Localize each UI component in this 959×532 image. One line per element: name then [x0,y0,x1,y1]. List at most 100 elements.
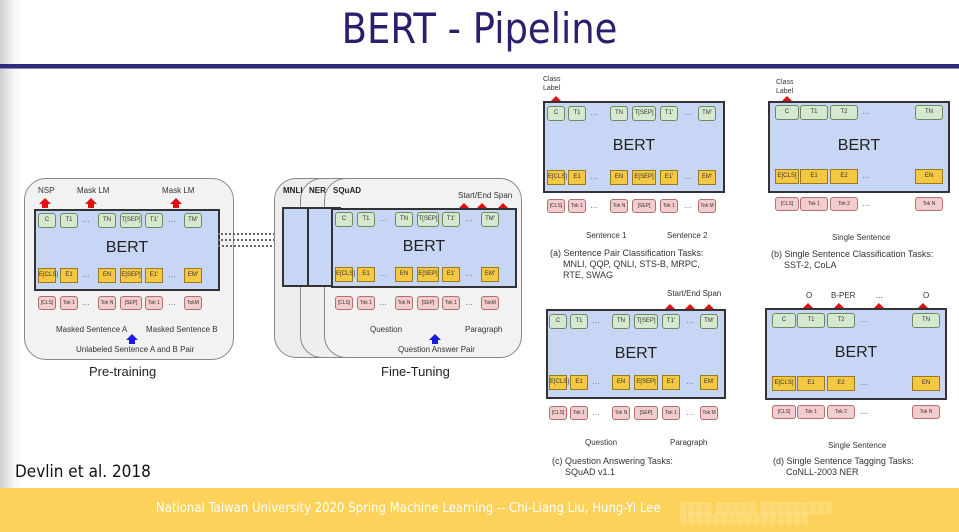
mask-lm-label-1: Mask LM [77,186,110,195]
ellipsis: … [465,214,473,223]
output-token: C [549,314,567,329]
tab-squad[interactable]: SQuAD [333,186,361,195]
sentence-1-label: Sentence 1 [586,231,627,240]
caption-line: CoNLL-2003 NER [786,467,859,477]
output-token: TM' [184,213,202,228]
output-token: T1 [357,212,375,227]
ellipsis: … [82,215,90,224]
input-token: TokM [481,296,499,310]
output-token: TM' [481,212,499,227]
footer-text: National Taiwan University 2020 Spring M… [156,501,661,516]
tag-label-ellipsis: ... [876,291,883,300]
ellipsis: … [592,377,600,386]
bert-label: BERT [837,137,881,154]
ellipsis: … [82,270,90,279]
embedding-token: EN [912,376,940,391]
input-token: Tok 1 [570,406,588,420]
paragraph-label: Paragraph [670,438,708,447]
input-token: [SEP] [632,199,656,213]
embedding-token: E[CLS] [547,170,567,185]
ellipsis: … [686,408,694,417]
ellipsis: … [590,201,598,210]
start-end-span-label: Start/End Span [458,191,513,200]
input-token: Tok 1 [568,199,586,213]
ellipsis: … [684,172,692,181]
start-end-span-label: Start/End Span [667,289,722,298]
bert-label: BERT [614,345,658,362]
caption-line: (d) Single Sentence Tagging Tasks: [773,456,914,466]
input-token: Tok N [912,405,940,419]
embedding-token: E1' [145,268,163,283]
citation: Devlin et al. 2018 [15,462,151,482]
embedding-token: E[CLS] [772,376,796,391]
nsp-label: NSP [38,186,55,195]
caption-line: (c) Question Answering Tasks: [552,456,673,466]
bert-label: BERT [834,344,878,361]
ellipsis: … [379,214,387,223]
output-token: T1 [568,106,586,121]
input-token: [CLS] [335,296,353,310]
embedding-token: E2 [830,169,858,184]
transfer-arrow [218,233,278,235]
caption-line: (b) Single Sentence Classification Tasks… [771,249,934,259]
output-token: TM' [700,314,718,329]
embedding-token: EM' [698,170,716,185]
caption-line: (a) Sentence Pair Classification Tasks: [550,248,704,258]
pretraining-input-label: Unlabeled Sentence A and B Pair [76,345,195,354]
input-token: Tok 2 [830,197,858,211]
embedding-token: E2 [827,376,855,391]
embedding-token: E1 [797,376,825,391]
tab-ner[interactable]: NER [309,186,326,195]
input-token: [SEP] [120,296,142,310]
output-token: T2 [827,313,855,328]
ellipsis: … [860,407,868,416]
mask-lm-arrow-icon [170,198,182,208]
ellipsis: … [168,270,176,279]
embedding-token: E1 [800,169,828,184]
output-token: TN [912,313,940,328]
masked-sentence-a: Masked Sentence A [56,325,128,334]
output-token: TN [610,106,628,121]
output-token: TN [395,212,413,227]
embedding-token: E1 [568,170,586,185]
input-token: Tok N [98,296,116,310]
tag-label-o: O [806,291,813,300]
input-token: [CLS] [38,296,56,310]
embedding-token: E1' [660,170,678,185]
embedding-token: E1 [357,267,375,282]
embedding-token: E1' [662,375,680,390]
caption-line: RTE, SWAG [563,270,614,280]
mask-lm-label-2: Mask LM [162,186,195,195]
embedding-token: E[CLS] [335,267,355,282]
output-token: T1' [442,212,460,227]
embedding-token: EN [612,375,630,390]
tag-label-o: O [923,291,930,300]
paragraph-label: Paragraph [465,325,503,334]
input-token: [CLS] [772,405,796,419]
output-token: T1' [660,106,678,121]
ellipsis: … [82,298,90,307]
slide-title: BERT - Pipeline [341,4,618,53]
output-token: T1 [797,313,825,328]
tab-mnli[interactable]: MNLI [283,186,303,195]
pretraining-label: Pre-training [89,364,157,379]
bert-label: BERT [105,239,149,256]
single-sentence-label: Single Sentence [832,233,891,242]
left-shadow [0,0,22,490]
input-token: Tok 1 [442,296,460,310]
output-token: T1 [800,105,828,120]
tag-label-b-per: B-PER [831,291,856,300]
output-token: T[SEP] [120,213,142,228]
ellipsis: … [686,316,694,325]
input-token: Tok 1 [357,296,375,310]
bert-label: BERT [612,137,656,154]
input-token: [SEP] [417,296,439,310]
input-arrow-icon [126,334,138,344]
input-token: Tok N [395,296,413,310]
sentence-2-label: Sentence 2 [667,231,708,240]
ellipsis: … [684,108,692,117]
ellipsis: … [592,408,600,417]
embedding-token: E1' [442,267,460,282]
input-token: Tok M [700,406,718,420]
output-token: T2 [830,105,858,120]
